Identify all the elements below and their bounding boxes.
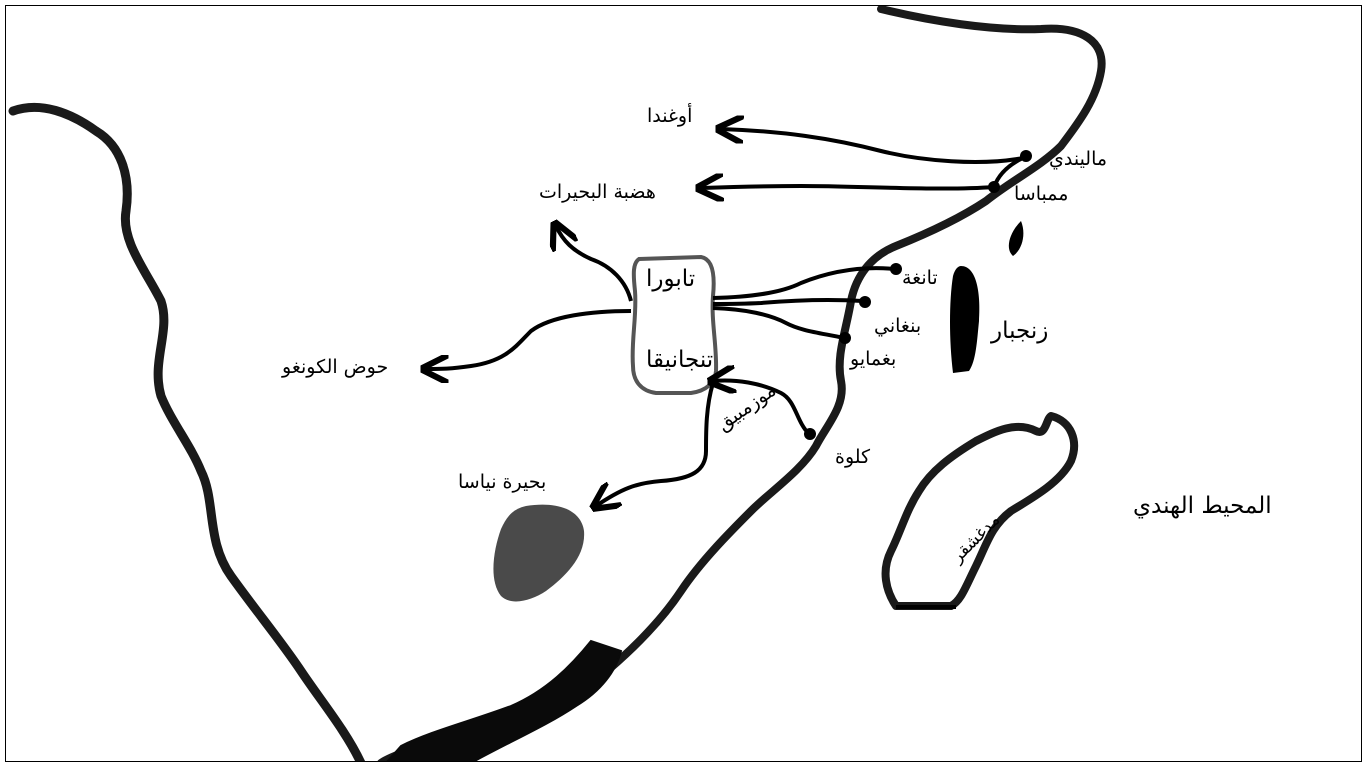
bagamoyo-marker xyxy=(839,332,851,344)
label-mombasa: ممباسا xyxy=(1014,183,1069,205)
label-tanga: تانغة xyxy=(902,267,938,289)
label-lakes-plateau: هضبة البحيرات xyxy=(539,181,656,203)
route-tabora-north xyxy=(556,226,633,302)
bangani-marker xyxy=(859,296,871,308)
malindi-marker xyxy=(1020,150,1032,162)
label-kilwa: كلوة xyxy=(835,446,871,468)
southern-coast-heavy xyxy=(386,639,623,761)
route-mombasa-lakes xyxy=(701,186,995,189)
route-bagamoyo-tabora xyxy=(712,306,845,340)
africa-west-coastline xyxy=(8,103,366,761)
pemba-island xyxy=(1008,221,1024,256)
label-bangani: بنغاني xyxy=(874,315,922,337)
lake-nyasa xyxy=(493,504,585,602)
zanzibar-island xyxy=(950,266,980,373)
label-malindi: ماليندي xyxy=(1049,148,1108,170)
label-indian-ocean: المحيط الهندي xyxy=(1133,493,1272,519)
label-lake-nyasa: بحيرة نياسا xyxy=(458,471,547,493)
label-congo-basin: حوض الكونغو xyxy=(282,356,389,378)
route-tanga-tabora xyxy=(712,266,895,300)
route-kilwa-tabora xyxy=(713,381,811,436)
label-bagamoyo: بغمايو xyxy=(850,348,897,370)
map-frame: أوغندا هضبة البحيرات ماليندي ممباسا تابو… xyxy=(5,5,1362,762)
tabora-region xyxy=(630,254,719,395)
label-uganda: أوغندا xyxy=(647,105,693,127)
label-tanganyika: تنجانيقا xyxy=(646,347,714,373)
route-bangani-tabora xyxy=(712,297,864,306)
madagascar-outline xyxy=(881,412,1079,610)
route-tabora-nyasa xyxy=(596,382,715,506)
map-canvas xyxy=(8,6,1106,761)
kilwa-marker xyxy=(804,428,816,440)
label-tabora: تابورا xyxy=(646,266,696,292)
mombasa-marker xyxy=(988,181,1000,193)
route-tabora-congo xyxy=(426,309,632,369)
tanga-marker xyxy=(890,263,902,275)
route-malindi-uganda xyxy=(721,129,1024,164)
africa-east-coastline xyxy=(377,6,1106,761)
label-zanzibar: زنجبار xyxy=(991,318,1049,344)
